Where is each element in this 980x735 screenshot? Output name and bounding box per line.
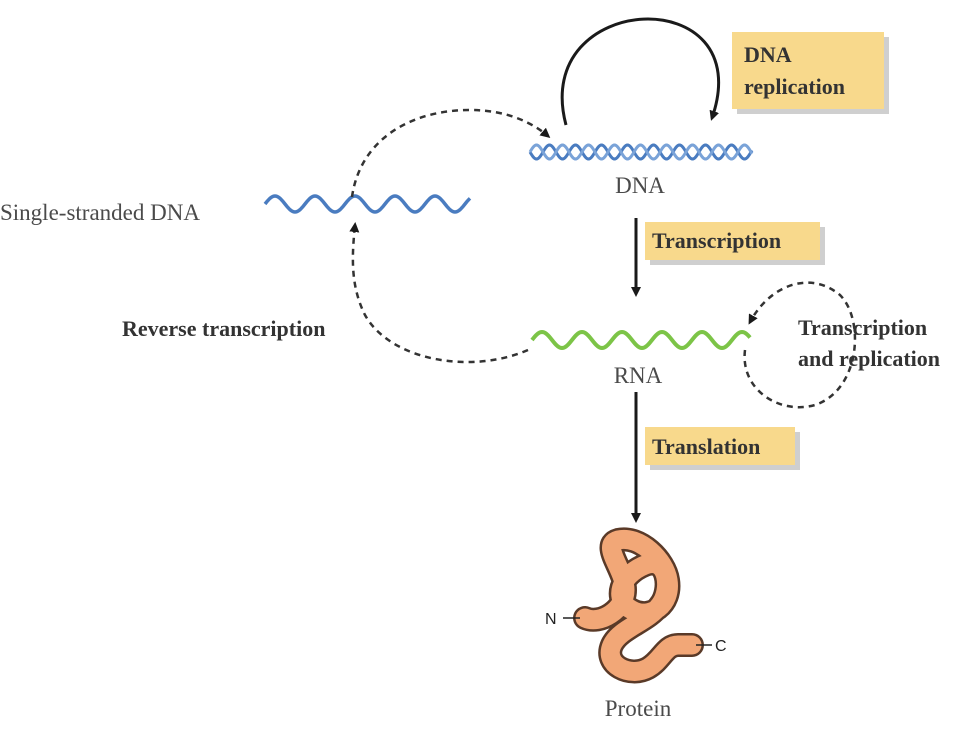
dna-replication-loop-arrow xyxy=(560,17,721,126)
dna-label: DNA xyxy=(615,173,665,198)
protein-label: Protein xyxy=(605,696,672,721)
protein-chain-fill xyxy=(575,529,702,681)
single-stranded-dna-strand xyxy=(263,194,472,214)
transcription-label: Transcription xyxy=(652,228,781,253)
dna-strand-b xyxy=(528,143,754,161)
dna-strand-a xyxy=(528,143,754,161)
single-stranded-dna-label: Single-stranded DNA xyxy=(0,200,200,225)
transcription-box: Transcription xyxy=(645,222,825,265)
reverse-transcription-label: Reverse transcription xyxy=(122,316,325,341)
n-terminus-label: N xyxy=(545,611,557,628)
translation-box: Translation xyxy=(645,427,800,470)
transcription-replication-label-line2: and replication xyxy=(798,346,940,371)
dna-double-helix xyxy=(528,143,754,161)
rna-replication-dashed-loop xyxy=(743,281,857,409)
reverse-transcription-dashed-arrow xyxy=(349,222,529,364)
transcription-replication-label-line1: Transcription xyxy=(798,315,927,340)
dna-replication-label-line2: replication xyxy=(744,74,845,99)
dna-replication-box: DNA replication xyxy=(732,32,889,114)
translation-label: Translation xyxy=(652,434,760,459)
rna-strand xyxy=(530,329,752,351)
protein-illustration xyxy=(573,527,704,684)
dna-replication-label-line1: DNA xyxy=(744,42,792,67)
ssdna-to-dna-dashed-arrow xyxy=(350,108,551,198)
rna-label: RNA xyxy=(614,363,663,388)
c-terminus-label: C xyxy=(715,638,727,655)
